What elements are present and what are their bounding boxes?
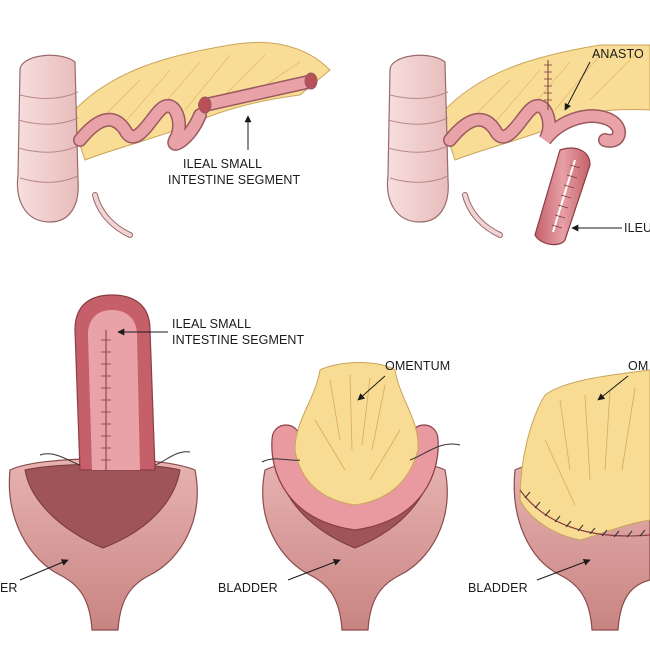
label-omentum-5: OM <box>628 359 648 373</box>
colon-2 <box>386 54 449 223</box>
panel-4: OMENTUM BLADDER <box>218 359 461 631</box>
label-bladder-4: BLADDER <box>218 581 278 595</box>
label-bladder-3: ER <box>0 581 18 595</box>
omentum-4 <box>294 362 419 506</box>
panel-3: ILEAL SMALL INTESTINE SEGMENT ER <box>0 294 305 631</box>
label-segment-3b: INTESTINE SEGMENT <box>172 333 305 347</box>
opened-ileum-2 <box>534 147 591 246</box>
label-anastomosis: ANASTO <box>592 47 644 61</box>
label-segment-1b: INTESTINE SEGMENT <box>168 173 301 187</box>
panel-5: OM BLADDER <box>468 359 650 631</box>
omentum-5 <box>519 369 650 541</box>
label-ileum: ILEU <box>624 221 650 235</box>
panel-1: ILEAL SMALL INTESTINE SEGMENT <box>16 41 331 238</box>
panel-2: ANASTO ILEU <box>386 44 650 246</box>
label-omentum-4: OMENTUM <box>385 359 450 373</box>
colon-1 <box>16 54 79 223</box>
label-bladder-5: BLADDER <box>468 581 528 595</box>
label-segment-1a: ILEAL SMALL <box>183 157 262 171</box>
label-segment-3a: ILEAL SMALL <box>172 317 251 331</box>
